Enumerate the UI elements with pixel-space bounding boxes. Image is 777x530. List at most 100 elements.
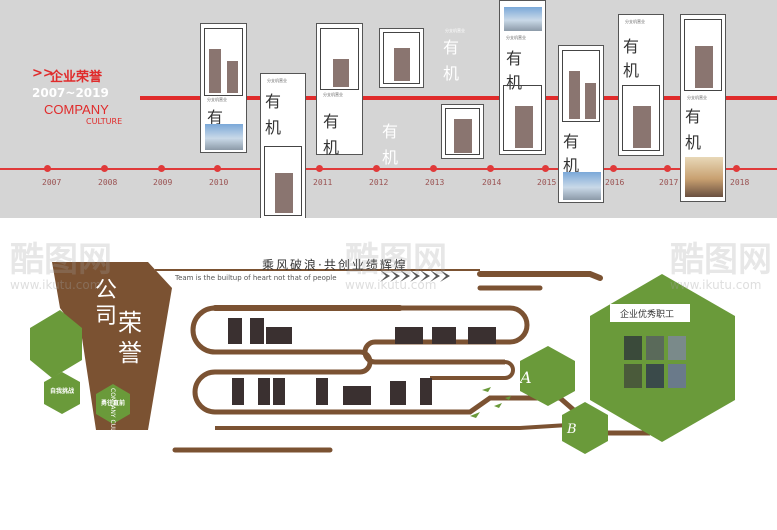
year-label: 2016 bbox=[605, 178, 625, 187]
watermark-url: www.ikutu.com bbox=[670, 278, 762, 292]
year-label: 2012 bbox=[369, 178, 389, 187]
track-path bbox=[192, 349, 520, 415]
banner-title-1: 公司 bbox=[95, 278, 118, 329]
building-photo bbox=[685, 157, 723, 197]
bar-shape bbox=[209, 49, 221, 93]
title-chevron-icon: >> bbox=[32, 66, 54, 81]
honor-card bbox=[379, 28, 424, 88]
watermark-brand: 酷图网 bbox=[345, 240, 447, 280]
bar-shape bbox=[333, 59, 349, 87]
loose-char: 有 bbox=[382, 122, 400, 141]
staff-photo bbox=[646, 364, 664, 388]
card-char: 机 bbox=[323, 138, 341, 157]
hex-a bbox=[520, 346, 575, 406]
watermark-url: www.ikutu.com bbox=[345, 278, 437, 292]
honor-card bbox=[441, 104, 484, 159]
image-frame bbox=[320, 28, 359, 90]
card-caption: 分支机营业 bbox=[207, 97, 227, 102]
year-dot bbox=[44, 165, 51, 172]
loose-char: 机 bbox=[382, 148, 400, 167]
bar-shape bbox=[227, 61, 238, 93]
card-char: 有 bbox=[207, 108, 225, 127]
year-dot bbox=[101, 165, 108, 172]
year-dot bbox=[214, 165, 221, 172]
year-label: 2018 bbox=[730, 178, 750, 187]
culture-slogan: 乘风破浪·共创业绩辉煌 bbox=[262, 258, 408, 272]
hex-label-left: 自我挑战 bbox=[49, 388, 74, 395]
image-frame bbox=[562, 50, 600, 122]
bar-shape bbox=[569, 71, 580, 119]
culture-panel: 乘风破浪·共创业绩辉煌 Team is the builtup of heart… bbox=[0, 218, 777, 530]
year-label: 2014 bbox=[482, 178, 502, 187]
card-char: 有 bbox=[265, 92, 283, 111]
loose-char: 机 bbox=[443, 64, 461, 83]
card-caption: 分支机营业 bbox=[625, 19, 645, 24]
year-dot bbox=[316, 165, 323, 172]
watermark-brand: 酷图网 bbox=[670, 240, 772, 280]
building-photo bbox=[504, 7, 542, 31]
card-char: 有 bbox=[563, 132, 581, 151]
green-hex-large bbox=[30, 310, 82, 378]
honor-card: 分支机营业 有 机 bbox=[316, 23, 363, 157]
timeline-axis bbox=[0, 168, 777, 170]
lower-bars bbox=[232, 378, 432, 405]
year-label: 2015 bbox=[537, 178, 557, 187]
banner-title-2: 荣誉 bbox=[118, 309, 142, 367]
staff-title-box bbox=[610, 304, 690, 322]
year-dot bbox=[542, 165, 549, 172]
timeline-red-line bbox=[140, 96, 777, 100]
bar-shape bbox=[585, 83, 596, 119]
card-char: 机 bbox=[563, 156, 581, 175]
staff-photo bbox=[624, 364, 642, 388]
connector-path bbox=[477, 271, 603, 281]
bar-shape bbox=[515, 106, 533, 148]
timeline-title: 企业荣誉 bbox=[50, 70, 103, 85]
card-char: 机 bbox=[623, 61, 641, 80]
image-frame bbox=[204, 28, 243, 96]
staff-title: 企业优秀职工 bbox=[620, 310, 675, 320]
building-photo bbox=[563, 172, 601, 200]
year-label: 2010 bbox=[209, 178, 229, 187]
upper-bars bbox=[228, 318, 496, 344]
arrow-strip bbox=[380, 270, 450, 282]
hex-b-letter: B bbox=[567, 422, 577, 437]
card-char: 机 bbox=[506, 73, 524, 92]
card-char: 机 bbox=[685, 133, 703, 152]
track-path bbox=[430, 360, 515, 380]
year-label: 2007 bbox=[42, 178, 62, 187]
image-frame bbox=[622, 85, 660, 151]
honor-card: 分支机营业 有 机 bbox=[618, 14, 664, 156]
bar-shape bbox=[275, 173, 293, 213]
green-hex-small bbox=[44, 372, 80, 414]
building-photo bbox=[205, 124, 243, 150]
green-hex-small bbox=[96, 384, 130, 424]
hex-b bbox=[562, 402, 608, 454]
card-caption: 分支机营业 bbox=[267, 78, 287, 83]
timeline-title-en: COMPANY bbox=[44, 102, 109, 117]
loose-char: 有 bbox=[443, 38, 461, 57]
year-label: 2017 bbox=[659, 178, 679, 187]
year-dot bbox=[610, 165, 617, 172]
image-frame bbox=[684, 19, 722, 91]
track-path bbox=[190, 305, 360, 355]
bar-shape bbox=[695, 46, 713, 88]
card-char: 有 bbox=[685, 107, 703, 126]
bird-decorations bbox=[470, 387, 511, 418]
year-dot bbox=[487, 165, 494, 172]
bar-shape bbox=[454, 119, 472, 153]
image-frame bbox=[445, 108, 480, 155]
card-char: 有 bbox=[506, 49, 524, 68]
honor-card: 分支机营业 有 bbox=[200, 23, 247, 153]
banner-title-en: COMPANY CULTURE bbox=[109, 388, 116, 447]
year-label: 2009 bbox=[153, 178, 173, 187]
bar-shape bbox=[394, 48, 410, 81]
year-dot bbox=[430, 165, 437, 172]
timeline-panel: >> 企业荣誉 2007~2019 COMPANY CULTURE 2007 2… bbox=[0, 0, 777, 225]
year-dot bbox=[664, 165, 671, 172]
card-char: 有 bbox=[323, 112, 341, 131]
bar-shape bbox=[633, 106, 651, 148]
year-dot bbox=[158, 165, 165, 172]
image-frame bbox=[503, 85, 542, 151]
card-caption: 分支机营业 bbox=[687, 95, 707, 100]
staff-photo bbox=[668, 364, 686, 388]
